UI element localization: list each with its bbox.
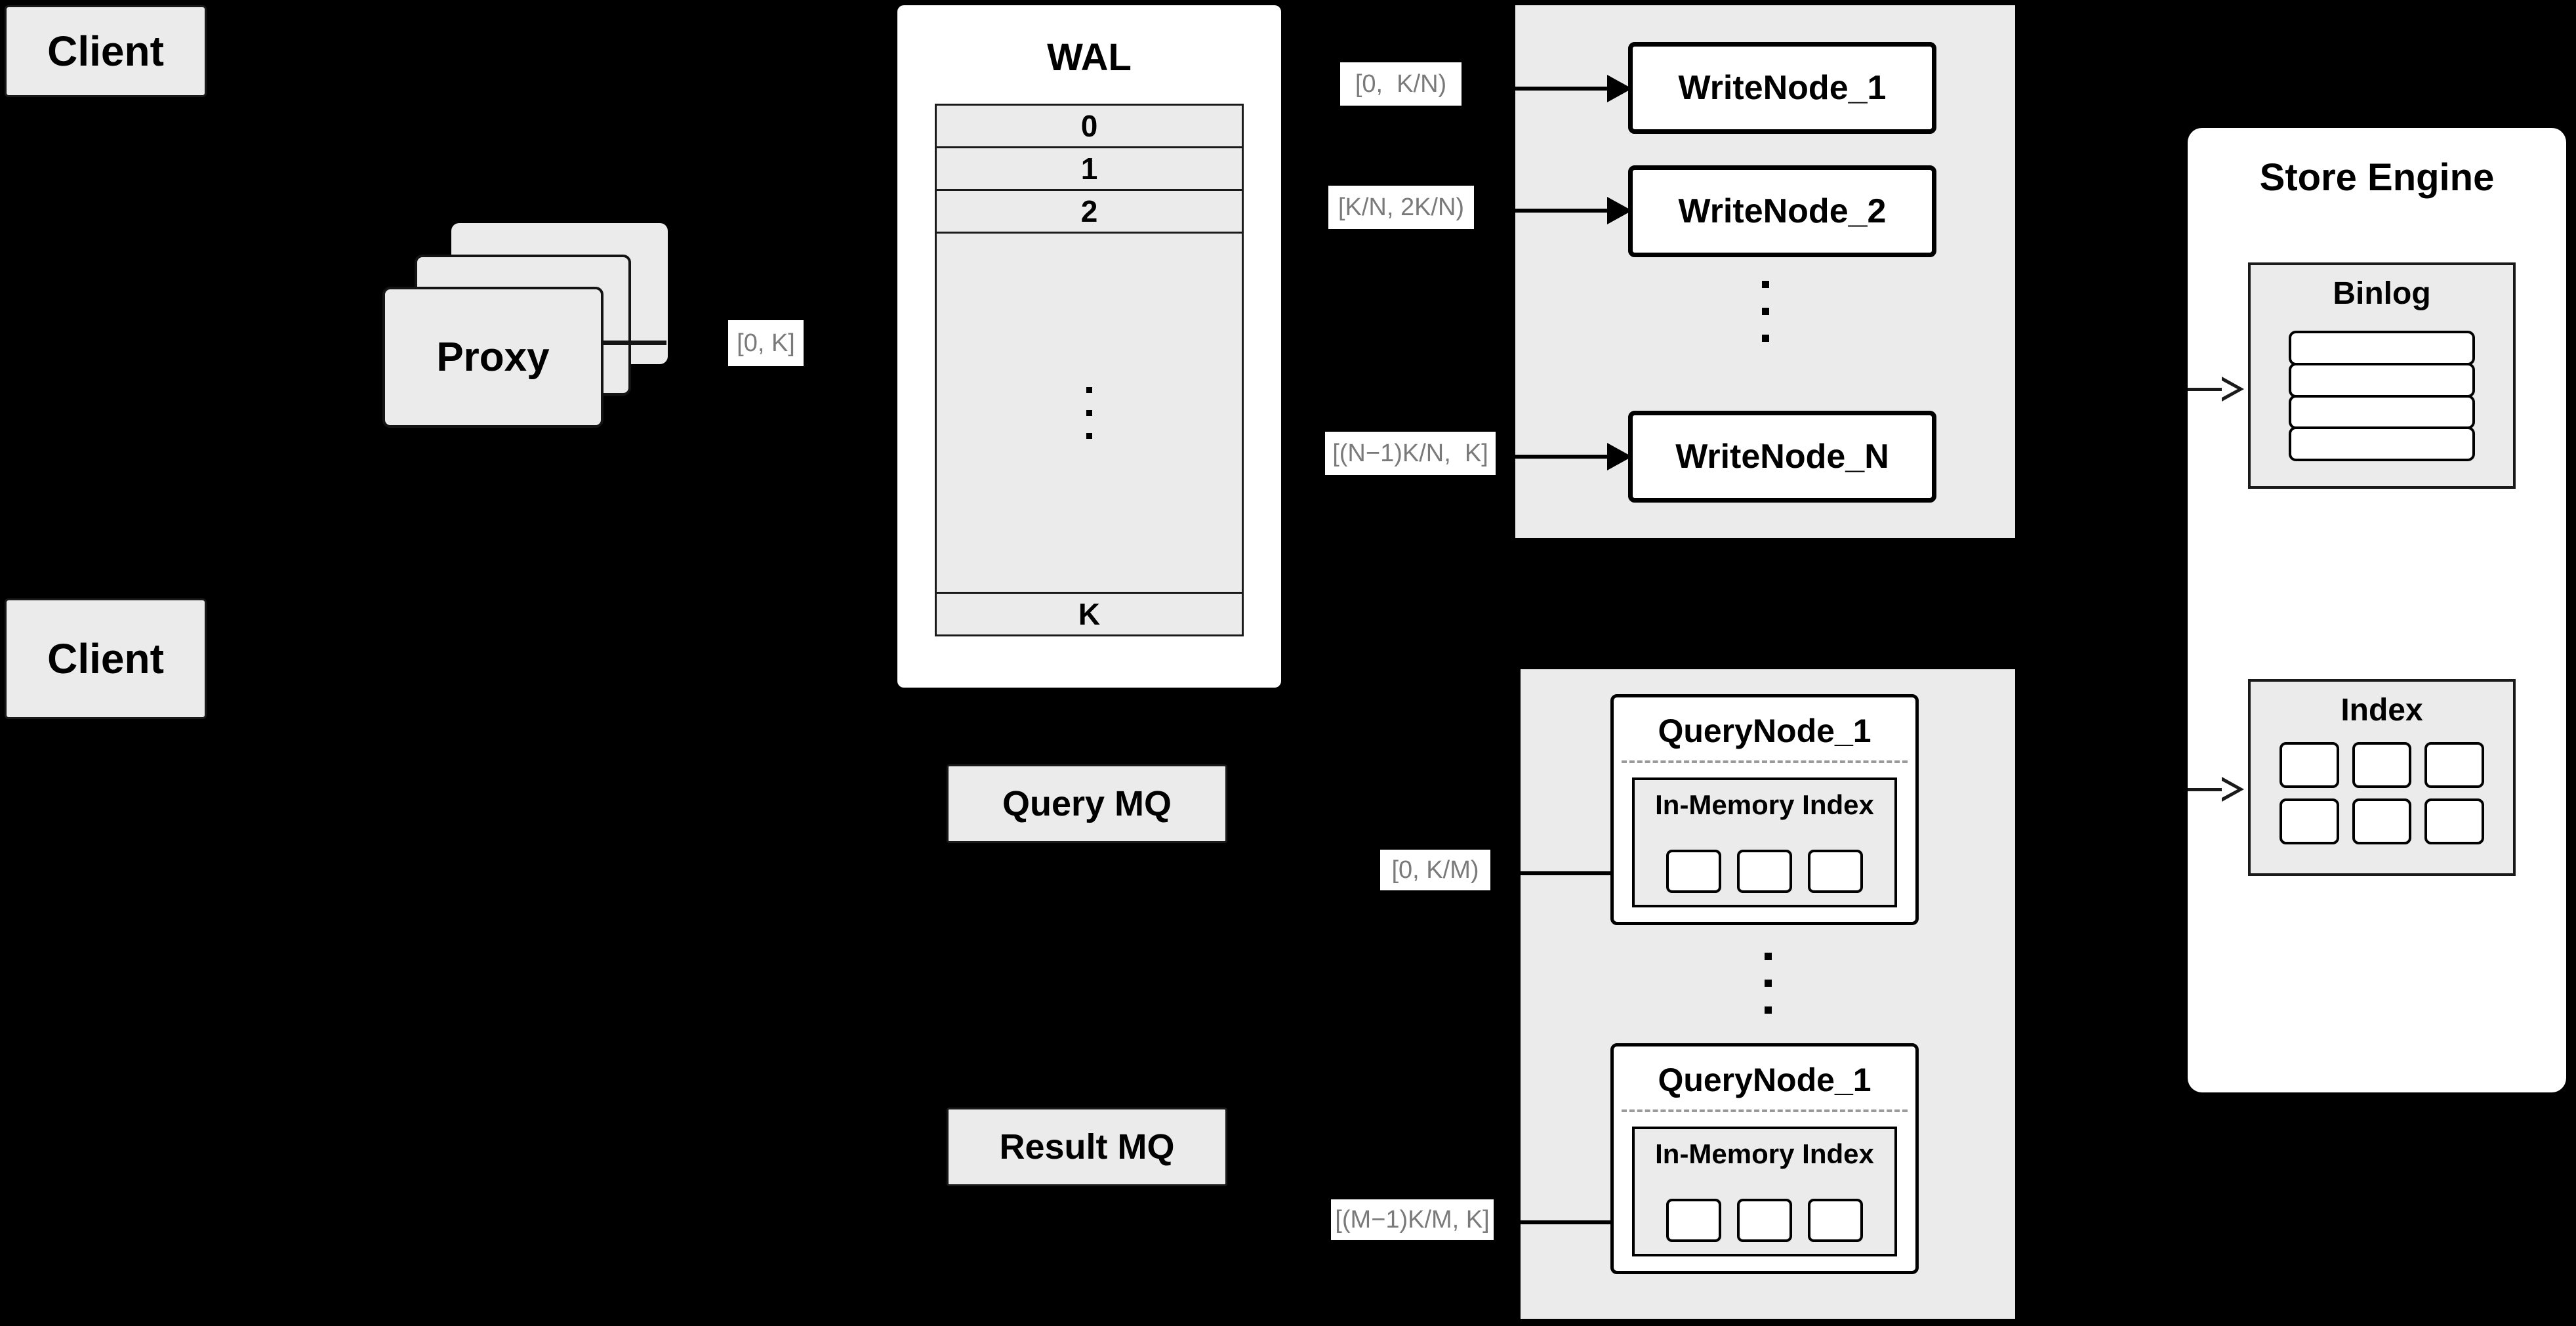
ellipsis-dot <box>1761 335 1769 342</box>
binlog-row <box>2289 394 2475 430</box>
store-engine-panel: Store Engine Binlog Index <box>2188 128 2566 1092</box>
binlog-row <box>2289 331 2475 365</box>
query-mq-label: Query MQ <box>1002 784 1172 823</box>
write-arrow-head-2 <box>1607 197 1632 224</box>
ellipsis-dot <box>1086 386 1092 393</box>
proxy-to-wal-connector <box>603 341 666 345</box>
query-node-m-index-title: In-Memory Index <box>1655 1138 1874 1169</box>
wal-entry-row: 2 <box>937 191 1242 234</box>
wal-entry-row-last: K <box>1078 597 1101 631</box>
index-slot <box>1666 850 1721 893</box>
query-cluster-panel: QueryNode_1 In-Memory Index QueryNode_1 … <box>1521 669 2015 1319</box>
write-arrow-line-2 <box>1515 209 1607 213</box>
binlog-arrow-line <box>2188 388 2222 391</box>
range-label-write-1-text: [0, K/N) <box>1355 70 1447 98</box>
index-slot <box>1737 850 1792 893</box>
query-node-1-index-slots <box>1635 850 1894 893</box>
binlog-box: Binlog <box>2248 262 2516 489</box>
result-mq-label: Result MQ <box>999 1127 1175 1167</box>
index-cell <box>2352 742 2412 788</box>
write-node-1[interactable]: WriteNode_1 <box>1628 42 1936 134</box>
index-cell <box>2280 742 2339 788</box>
query-arrow-line-m <box>1521 1220 1612 1224</box>
query-node-m-index-slots <box>1635 1199 1894 1242</box>
client-box-1[interactable]: Client <box>5 5 207 97</box>
range-label-query-1-text: [0, K/M) <box>1391 856 1479 884</box>
index-box: Index <box>2248 679 2516 876</box>
write-node-1-label: WriteNode_1 <box>1678 69 1887 107</box>
range-label-write-n-text: [(N−1)K/N, K] <box>1332 439 1488 467</box>
index-cell-grid <box>2280 742 2484 844</box>
index-slot <box>1666 1199 1721 1242</box>
index-slot <box>1808 850 1863 893</box>
result-mq-box[interactable]: Result MQ <box>947 1108 1227 1186</box>
client-label-1: Client <box>47 28 164 75</box>
ellipsis-dot <box>1761 281 1769 288</box>
write-cluster-panel: WriteNode_1 WriteNode_2 WriteNode_N <box>1515 5 2015 538</box>
index-slot <box>1737 1199 1792 1242</box>
range-label-write-n: [(N−1)K/N, K] <box>1325 432 1496 475</box>
write-arrow-head-n <box>1607 443 1632 470</box>
index-arrow-head <box>2222 777 2244 802</box>
index-cell <box>2280 798 2339 844</box>
wal-entry-table: 0 1 2 K <box>935 104 1244 636</box>
write-node-n[interactable]: WriteNode_N <box>1628 411 1936 503</box>
index-cell <box>2424 798 2484 844</box>
range-label-query-1: [0, K/M) <box>1380 850 1490 890</box>
write-arrow-head-1 <box>1607 75 1632 102</box>
binlog-row-list <box>2289 331 2475 461</box>
range-label-write-2: [K/N, 2K/N) <box>1328 186 1474 229</box>
query-mq-box[interactable]: Query MQ <box>947 764 1227 843</box>
write-node-2[interactable]: WriteNode_2 <box>1628 165 1936 257</box>
index-cell <box>2424 742 2484 788</box>
wal-entry-row: 1 <box>937 148 1242 191</box>
ellipsis-dot <box>1086 432 1092 439</box>
write-node-n-label: WriteNode_N <box>1675 438 1889 476</box>
proxy-label: Proxy <box>436 335 550 380</box>
binlog-arrow-head <box>2222 377 2244 402</box>
proxy-card-front[interactable]: Proxy <box>382 287 603 428</box>
range-label-write-2-text: [K/N, 2K/N) <box>1338 193 1465 221</box>
ellipsis-dot <box>1764 980 1772 987</box>
write-arrow-line-1 <box>1515 87 1607 91</box>
store-engine-title: Store Engine <box>2259 156 2495 199</box>
binlog-row <box>2289 426 2475 461</box>
range-label-write-1: [0, K/N) <box>1340 62 1462 106</box>
index-slot <box>1808 1199 1863 1242</box>
write-arrow-line-n <box>1515 455 1607 459</box>
client-box-2[interactable]: Client <box>5 598 207 719</box>
query-node-1-index-title: In-Memory Index <box>1655 789 1874 820</box>
wal-entry-row: 0 <box>937 106 1242 148</box>
index-arrow-line <box>2188 788 2222 791</box>
query-cluster-ellipsis <box>1521 953 2015 1014</box>
range-label-proxy-to-wal-text: [0, K] <box>737 329 795 357</box>
binlog-row <box>2289 362 2475 398</box>
ellipsis-dot <box>1086 409 1092 416</box>
write-cluster-ellipsis <box>1515 281 2015 342</box>
query-node-m-title: QueryNode_1 <box>1658 1062 1871 1098</box>
wal-panel: WAL 0 1 2 K <box>897 5 1281 688</box>
index-cell <box>2352 798 2412 844</box>
wal-title: WAL <box>1047 36 1132 79</box>
query-node-1-title: QueryNode_1 <box>1658 713 1871 749</box>
client-label-2: Client <box>47 635 164 682</box>
write-node-2-label: WriteNode_2 <box>1678 192 1887 230</box>
query-node-m[interactable]: QueryNode_1 In-Memory Index <box>1610 1043 1919 1274</box>
ellipsis-dot <box>1764 1006 1772 1014</box>
query-arrow-line-1 <box>1521 871 1612 875</box>
wal-ellipsis-row <box>937 234 1242 594</box>
binlog-title: Binlog <box>2333 276 2431 311</box>
query-node-m-divider <box>1622 1109 1908 1112</box>
ellipsis-dot <box>1761 308 1769 315</box>
range-label-query-m-text: [(M−1)K/M, K] <box>1335 1205 1490 1233</box>
query-node-m-inmemory-index: In-Memory Index <box>1632 1127 1897 1256</box>
query-node-1-inmemory-index: In-Memory Index <box>1632 777 1897 907</box>
index-title: Index <box>2341 693 2423 728</box>
range-label-query-m: [(M−1)K/M, K] <box>1331 1199 1494 1240</box>
query-node-1-divider <box>1622 760 1908 763</box>
range-label-proxy-to-wal: [0, K] <box>728 320 804 366</box>
query-node-1[interactable]: QueryNode_1 In-Memory Index <box>1610 694 1919 925</box>
ellipsis-dot <box>1764 953 1772 960</box>
